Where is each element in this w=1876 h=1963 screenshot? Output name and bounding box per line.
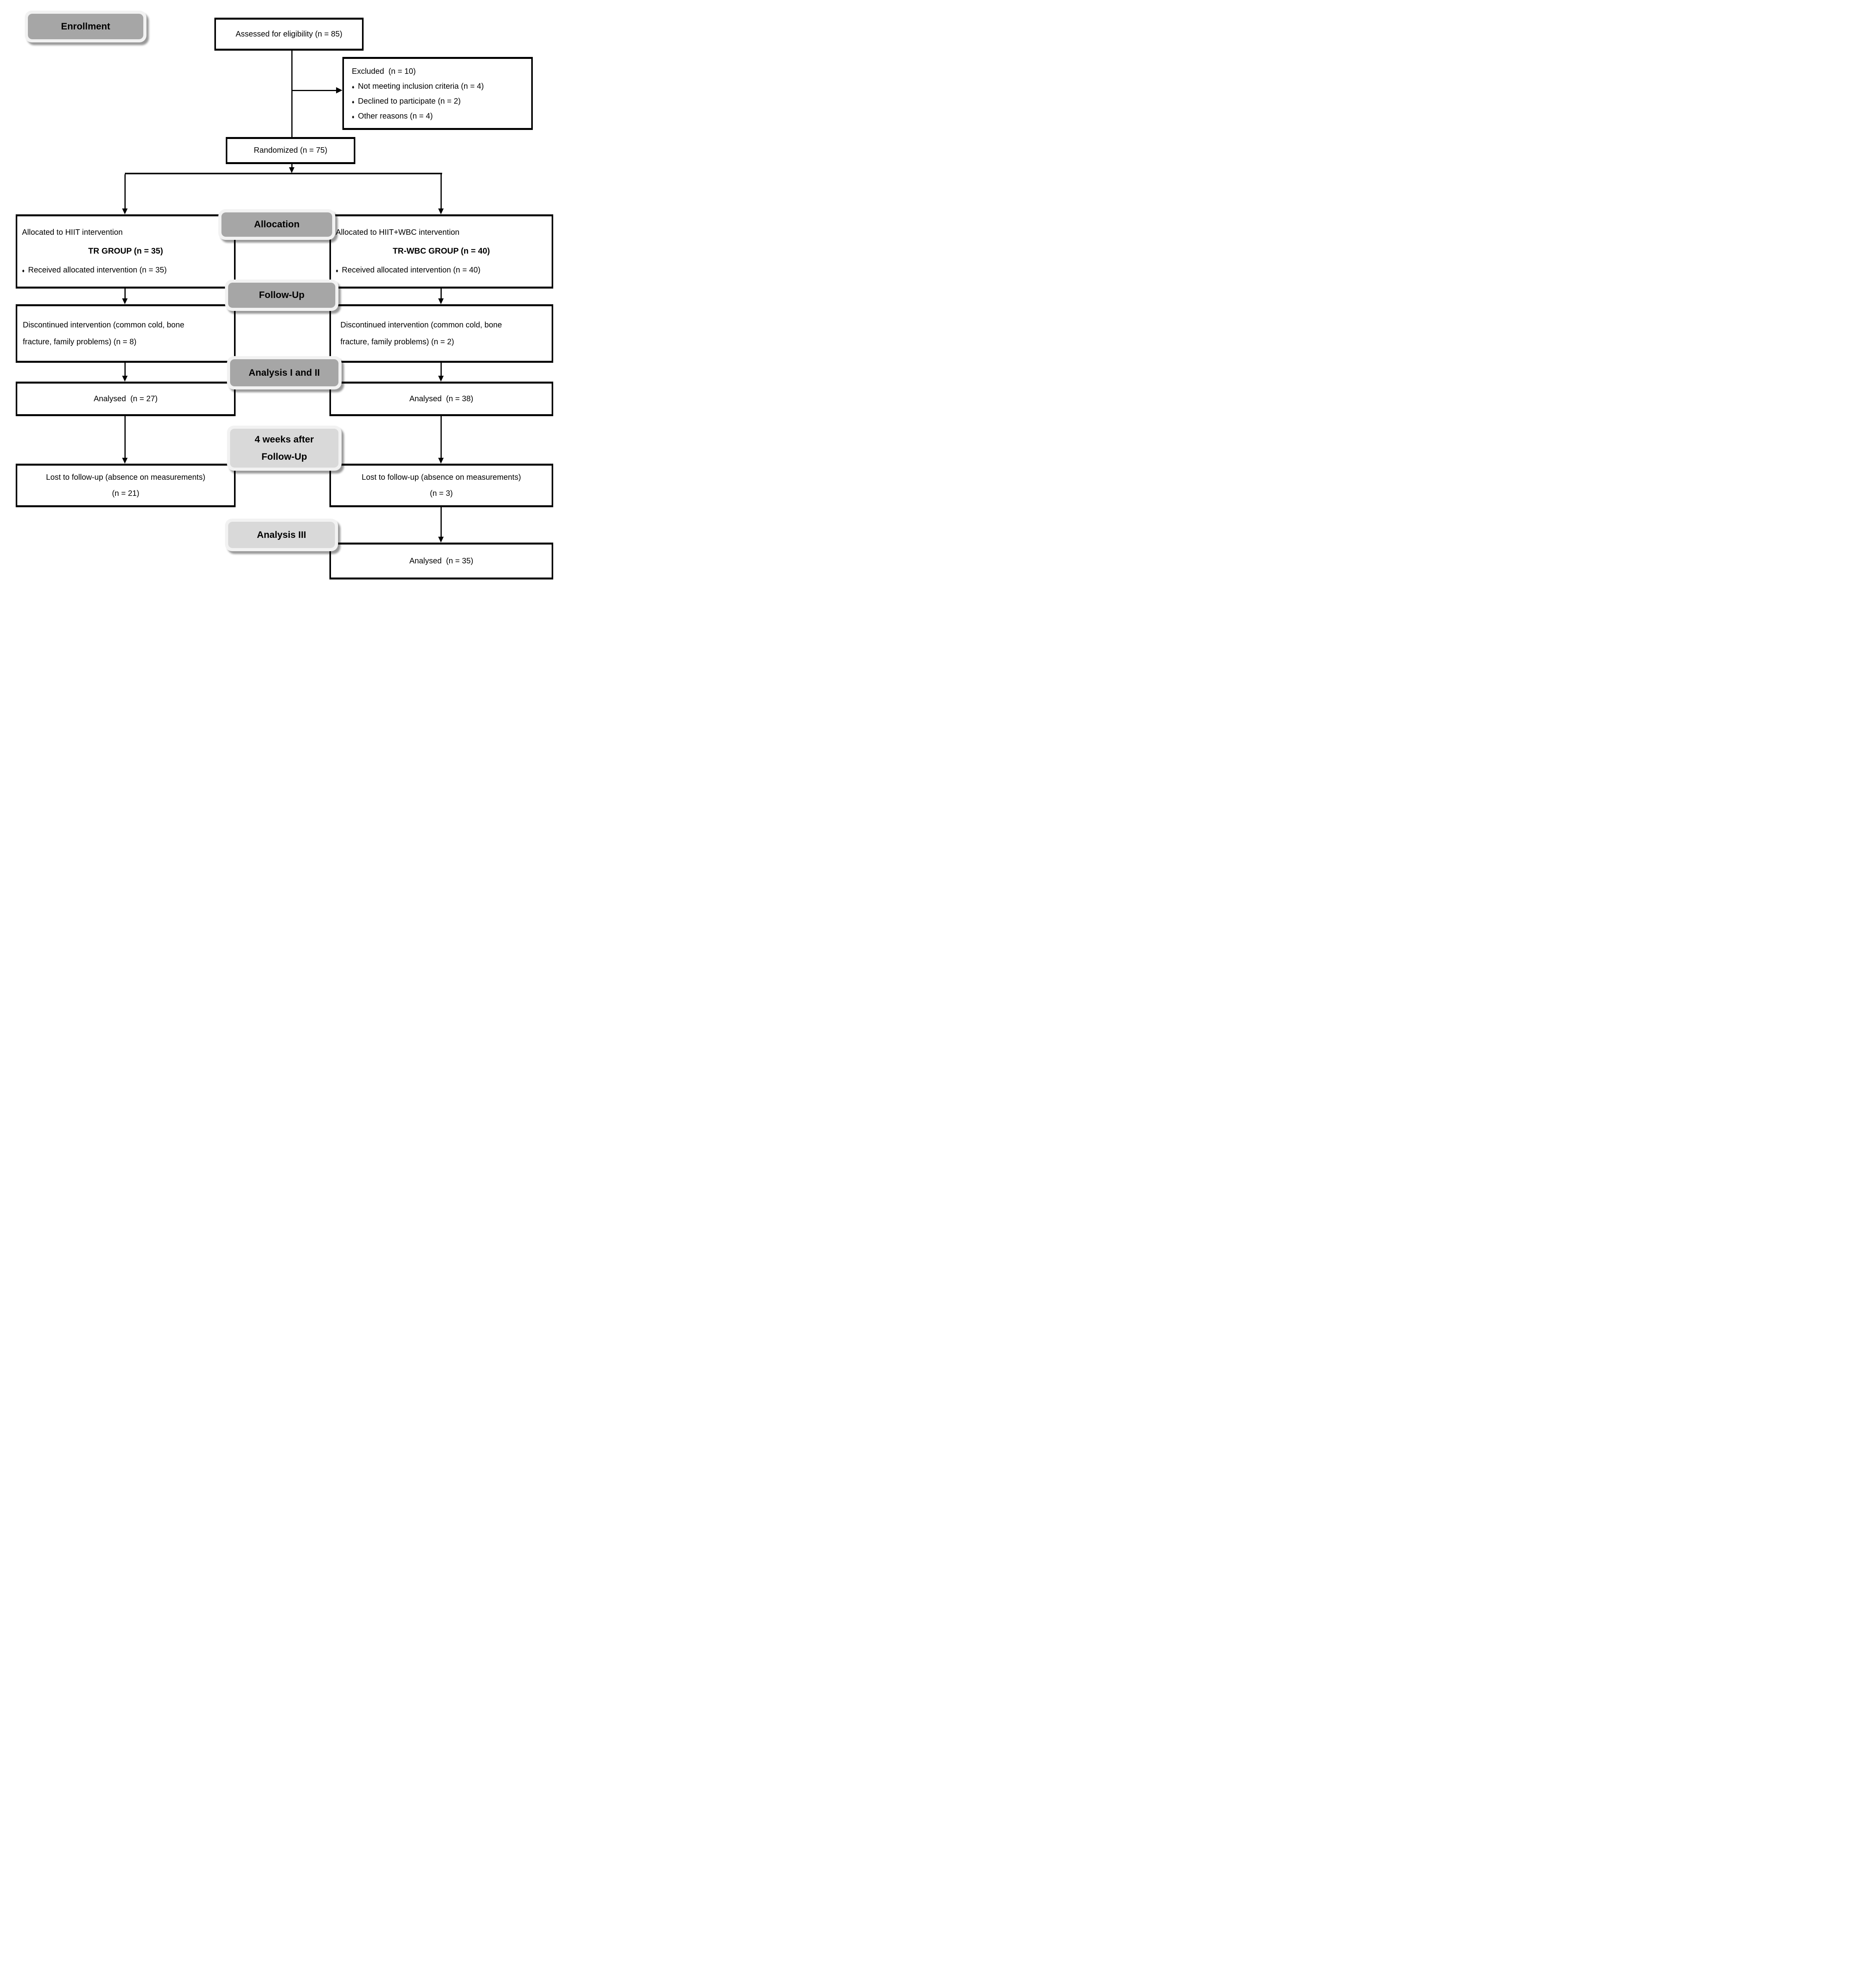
analysed-right-box: Analysed (n = 38) [329,382,553,416]
excluded-item: ♦Not meeting inclusion criteria (n = 4) [352,82,484,91]
alloc-right-bullet-line: ♦Received allocated intervention (n = 40… [336,265,481,274]
alloc-right-line1: Allocated to HIIT+WBC intervention [336,228,460,237]
connector-split-to-alloc-right [441,174,442,209]
analysis-3-stage-text: Analysis III [257,529,306,540]
lost-right-line2: (n = 3) [430,489,453,498]
alloc-left-group-line: TR GROUP (n = 35) [88,247,163,256]
analysed-left-box: Analysed (n = 27) [16,382,236,416]
connector-lost-to-final [441,507,442,537]
disc-left-line2: fracture, family problems) (n = 8) [23,337,137,346]
connector-disc-to-analysed-left [124,363,126,376]
arrowhead-into-lost-left [122,458,128,464]
weeks4-stage-text-line1: 4 weeks after [254,434,314,445]
discontinued-left-box: Discontinued intervention (common cold, … [16,304,236,363]
enrollment-stage-text: Enrollment [61,21,110,32]
alloc-left-bullet-line: ♦Received allocated intervention (n = 35… [22,265,167,274]
arrowhead-into-alloc-right [438,208,444,214]
diamond-bullet-icon: ♦ [352,114,355,120]
excluded-item: ♦Declined to participate (n = 2) [352,97,461,106]
arrowhead-into-analysed-right [438,376,444,382]
4-weeks-after-followup-stage-label: 4 weeks after Follow-Up [227,426,342,471]
analysed-final-text: Analysed (n = 35) [409,556,474,565]
analysed-right-text: Analysed (n = 38) [409,394,474,403]
allocated-tr-group-box: Allocated to HIIT intervention TR GROUP … [16,214,236,289]
assessed-text: Assessed for eligibility (n = 85) [236,29,342,38]
connector-disc-to-analysed-right [441,363,442,376]
alloc-left-line1: Allocated to HIIT intervention [22,228,123,237]
followup-stage-text: Follow-Up [259,290,305,301]
diamond-bullet-icon: ♦ [22,267,25,274]
connector-randomized-to-split [291,164,293,168]
followup-stage-label: Follow-Up [225,280,338,311]
connector-split-to-alloc-left [124,174,126,209]
arrowhead-into-disc-right [438,298,444,304]
allocation-stage-label: Allocation [218,209,335,240]
connector-analysed-to-lost-left [124,416,126,458]
excluded-box: Excluded (n = 10) ♦Not meeting inclusion… [342,57,533,130]
arrowhead-into-excluded [336,87,342,93]
arrowhead-into-final [438,537,444,543]
weeks4-stage-text-line2: Follow-Up [261,451,307,462]
lost-left-line1: Lost to follow-up (absence on measuremen… [46,473,205,482]
randomized-text: Randomized (n = 75) [254,146,327,155]
analysis-1-2-stage-label: Analysis I and II [227,356,342,389]
assessed-for-eligibility-box: Assessed for eligibility (n = 85) [214,18,364,51]
connector-alloc-to-disc-left [124,289,126,299]
connector-alloc-to-disc-right [441,289,442,299]
allocation-stage-text: Allocation [254,219,300,230]
connector-analysed-to-lost-right [441,416,442,458]
lost-right-line1: Lost to follow-up (absence on measuremen… [362,473,521,482]
excluded-item: ♦Other reasons (n = 4) [352,112,433,121]
connector-assessed-to-randomized [291,51,293,137]
analysis-3-stage-label: Analysis III [225,519,338,551]
disc-right-line2: fracture, family problems) (n = 2) [340,337,454,346]
disc-left-line1: Discontinued intervention (common cold, … [23,320,185,329]
diamond-bullet-icon: ♦ [336,267,338,274]
arrowhead-into-alloc-left [122,208,128,214]
arrowhead-into-analysed-left [122,376,128,382]
alloc-right-group-line: TR-WBC GROUP (n = 40) [393,247,490,256]
connector-branch-to-excluded [291,90,337,91]
discontinued-right-box: Discontinued intervention (common cold, … [329,304,553,363]
allocated-tr-wbc-group-box: Allocated to HIIT+WBC intervention TR-WB… [329,214,553,289]
lost-to-followup-left-box: Lost to follow-up (absence on measuremen… [16,464,236,507]
randomized-box: Randomized (n = 75) [226,137,355,164]
analysis-1-2-stage-text: Analysis I and II [249,367,320,378]
split-line [125,173,442,174]
lost-to-followup-right-box: Lost to follow-up (absence on measuremen… [329,464,553,507]
consort-flow-diagram: Enrollment Allocation Follow-Up Analysis… [0,0,563,592]
diamond-bullet-icon: ♦ [352,99,355,105]
enrollment-stage-label: Enrollment [25,11,146,42]
arrowhead-into-disc-left [122,298,128,304]
excluded-title: Excluded (n = 10) [352,67,416,76]
analysed-left-text: Analysed (n = 27) [93,394,158,403]
diamond-bullet-icon: ♦ [352,84,355,90]
analysed-final-box: Analysed (n = 35) [329,543,553,579]
arrowhead-into-lost-right [438,458,444,464]
lost-left-line2: (n = 21) [112,489,139,498]
disc-right-line1: Discontinued intervention (common cold, … [340,320,502,329]
arrowhead-into-split [289,167,294,173]
